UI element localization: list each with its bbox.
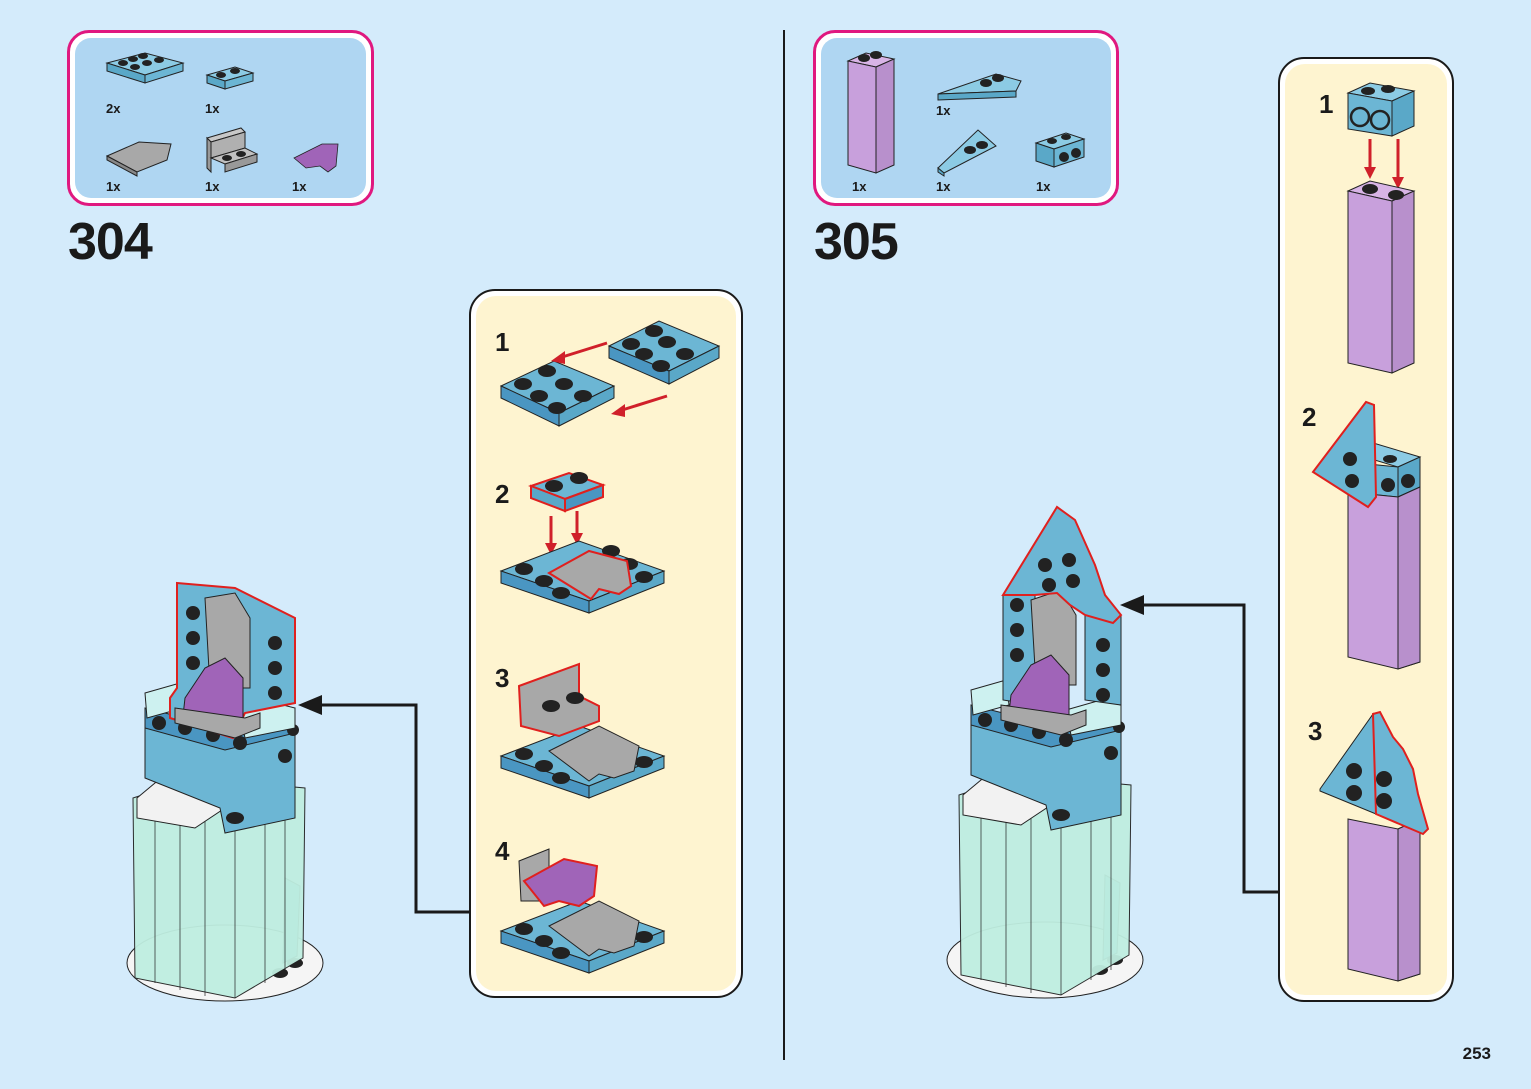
- model-304-illustration: [126, 581, 324, 1002]
- substep-panel-304: 1 2 3 4: [469, 289, 743, 998]
- step-number-305: 305: [814, 213, 899, 271]
- substep-3-illustration: [499, 662, 666, 799]
- step-number-304: 304: [68, 213, 153, 271]
- part-plate-1x2-icon: [205, 66, 255, 90]
- part-qty: 1x: [1036, 179, 1051, 194]
- part-wedge-plate-right-icon: [937, 73, 1022, 101]
- substep-number: 4: [495, 836, 510, 866]
- parts-callout-304: 2x 1x 1x 1x 1x: [67, 30, 374, 206]
- part-qty: 1x: [292, 179, 307, 194]
- part-tile-purple-icon: [293, 143, 339, 173]
- part-bracket-gray-icon: [206, 127, 259, 174]
- part-qty: 1x: [205, 179, 220, 194]
- substep-1-illustration: [499, 320, 721, 427]
- substep-2-illustration: [499, 471, 666, 614]
- part-wedge-plate-left-icon: [937, 129, 997, 177]
- part-plate-2x3-icon: [105, 52, 185, 84]
- substep-number: 2: [495, 479, 510, 509]
- part-qty: 1x: [936, 179, 951, 194]
- parts-callout-305: 1x 1x 1x 1x: [813, 30, 1119, 206]
- connector-arrow-305: [1120, 595, 1278, 894]
- substep-number: 1: [1319, 89, 1334, 119]
- part-qty: 1x: [852, 179, 867, 194]
- part-qty: 1x: [106, 179, 121, 194]
- model-305-illustration: [946, 505, 1144, 999]
- substep-number: 3: [495, 663, 510, 693]
- connector-arrow-304: [298, 695, 470, 914]
- page-number: 253: [1462, 1044, 1491, 1063]
- part-wedge-tile-gray-icon: [105, 141, 172, 177]
- substep-4-illustration: [499, 848, 666, 974]
- substep-3-illustration: [1319, 710, 1430, 982]
- part-qty: 1x: [936, 103, 951, 118]
- part-qty: 1x: [205, 101, 220, 116]
- substep-number: 1: [495, 327, 510, 357]
- part-qty: 2x: [106, 101, 121, 116]
- substep-number: 3: [1308, 716, 1323, 746]
- part-brick-lavender-icon: [846, 51, 896, 174]
- substep-1-illustration: [1346, 82, 1416, 374]
- substep-number: 2: [1302, 402, 1317, 432]
- page-divider: [783, 30, 785, 1060]
- part-brick-side-studs-icon: [1034, 132, 1086, 168]
- substep-panel-305: 1 2 3: [1278, 57, 1454, 1002]
- substep-2-illustration: [1311, 400, 1422, 670]
